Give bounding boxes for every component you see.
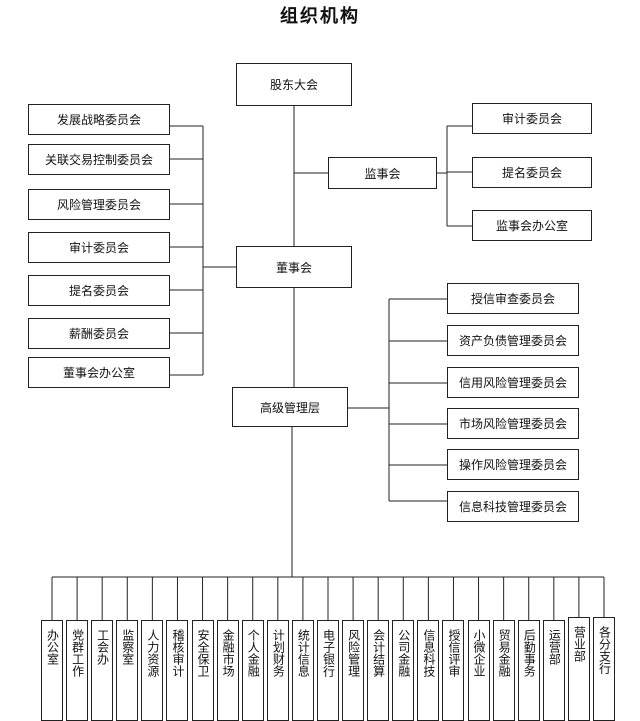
department-box: 贸易金融 — [492, 620, 515, 721]
board-committee-box: 关联交易控制委员会 — [28, 144, 170, 175]
senior-management-box: 高级管理层 — [232, 387, 348, 427]
management-committee-box: 授信审查委员会 — [447, 283, 579, 314]
board-of-directors-box: 董事会 — [236, 246, 352, 288]
department-box: 个人金融 — [241, 620, 264, 721]
board-committee-box: 提名委员会 — [28, 275, 170, 306]
department-box: 小微企业 — [467, 620, 490, 721]
department-box: 信息科技 — [417, 620, 440, 721]
department-box: 公司金融 — [392, 620, 415, 721]
board-committee-box: 风险管理委员会 — [28, 189, 170, 220]
department-box: 人力资源 — [141, 620, 164, 721]
department-box: 后勤事务 — [517, 620, 540, 721]
department-box: 党群工作 — [66, 620, 89, 721]
management-committee-box: 信用风险管理委员会 — [447, 367, 579, 398]
department-box: 办公室 — [41, 620, 63, 721]
supervisory-committee-box: 监事会办公室 — [472, 210, 592, 241]
department-box: 各分支行 — [593, 617, 615, 721]
management-committee-box: 市场风险管理委员会 — [447, 408, 579, 439]
management-committee-box: 信息科技管理委员会 — [447, 491, 579, 522]
department-box: 授信评审 — [442, 620, 465, 721]
board-committee-box: 薪酬委员会 — [28, 318, 170, 349]
department-box: 工会办 — [91, 620, 114, 721]
department-box: 安全保卫 — [191, 620, 214, 721]
board-committee-box: 董事会办公室 — [28, 357, 170, 388]
supervisory-committee-box: 审计委员会 — [472, 103, 592, 134]
board-committee-box: 审计委员会 — [28, 232, 170, 263]
supervisory-board-box: 监事会 — [328, 157, 437, 189]
department-box: 营业部 — [567, 617, 590, 721]
shareholders-meeting-box: 股东大会 — [236, 63, 352, 106]
department-box: 统计信息 — [291, 620, 314, 721]
department-box: 监察室 — [116, 620, 139, 721]
page-title: 组织机构 — [280, 6, 360, 27]
board-committee-box: 发展战略委员会 — [28, 104, 170, 135]
connector-lines — [51, 105, 605, 620]
department-box: 计划财务 — [266, 620, 289, 721]
department-box: 会计结算 — [367, 620, 390, 721]
department-box: 电子银行 — [317, 620, 339, 721]
supervisory-committee-box: 提名委员会 — [472, 157, 592, 188]
management-committee-box: 操作风险管理委员会 — [447, 449, 579, 480]
department-box: 风险管理 — [342, 620, 365, 721]
management-committee-box: 资产负债管理委员会 — [447, 325, 579, 356]
department-box: 运营部 — [542, 620, 565, 721]
department-box: 金融市场 — [216, 620, 239, 721]
department-box: 稽核审计 — [166, 620, 189, 721]
